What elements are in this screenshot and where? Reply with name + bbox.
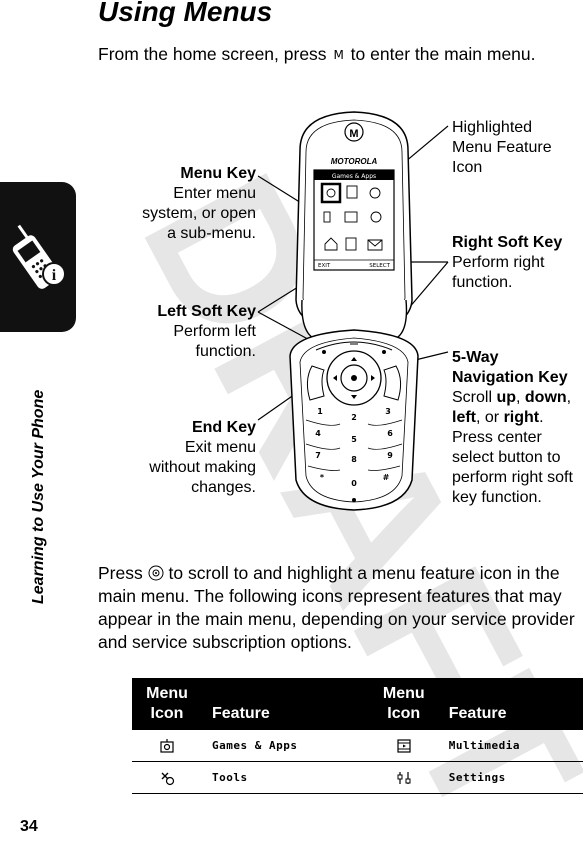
- callout-nav-key-heading: Navigation Key: [452, 369, 568, 386]
- section-tab: i: [0, 182, 76, 332]
- svg-text:9: 9: [387, 451, 393, 460]
- callout-text: perform right soft: [452, 469, 573, 486]
- callout-highlighted-icon: Highlighted Menu Feature Icon: [452, 118, 580, 178]
- feature-name: Multimedia: [438, 730, 583, 762]
- settings-icon: [368, 761, 439, 794]
- callout-text: system, or open: [142, 205, 256, 222]
- callout-text: select button to: [452, 449, 561, 466]
- callout-menu-key-heading: Menu Key: [180, 165, 256, 182]
- feature-name: Settings: [438, 761, 583, 794]
- table-header-row: Menu Icon Feature Menu Icon Feature: [132, 678, 583, 730]
- callout-text: Scroll: [452, 389, 493, 406]
- callout-left-soft-key: Left Soft Key Perform left function.: [120, 302, 256, 362]
- tools-icon: [132, 761, 202, 794]
- callout-direction: left: [452, 409, 476, 426]
- phone-keypad-body: 1 2 3 4 5 6 7 8 9 * 0 #: [289, 329, 419, 511]
- svg-text:*: *: [320, 473, 325, 482]
- callout-nav-key: 5-Way Navigation Key Scroll up, down, le…: [452, 348, 582, 508]
- callout-text: changes.: [191, 479, 256, 496]
- screen-right-label: SELECT: [369, 263, 390, 269]
- feature-name: Games & Apps: [202, 730, 369, 762]
- page-number: 34: [20, 818, 38, 835]
- svg-text:6: 6: [387, 429, 393, 438]
- callout-right-soft-key-heading: Right Soft Key: [452, 234, 563, 251]
- callout-text: Perform left: [173, 323, 256, 340]
- column-header-icon: Menu Icon: [368, 678, 439, 730]
- callout-text: without making: [149, 459, 256, 476]
- callout-direction: down: [524, 389, 567, 406]
- column-header-feature: Feature: [202, 678, 369, 730]
- callout-end-key-heading: End Key: [191, 419, 256, 436]
- callout-text: Highlighted: [452, 119, 533, 136]
- svg-text:0: 0: [351, 479, 357, 488]
- table-row: Games & Apps Multimedia: [132, 730, 583, 762]
- menu-key-icon: M: [333, 48, 344, 62]
- svg-text:2: 2: [351, 413, 357, 422]
- callout-text: Perform right: [452, 254, 545, 271]
- feature-name: Tools: [202, 761, 369, 794]
- callout-text: key function.: [452, 489, 542, 506]
- callout-direction: up: [496, 389, 517, 406]
- callout-text: or: [484, 409, 500, 426]
- page-title: Using Menus: [98, 0, 273, 27]
- intro-paragraph: From the home screen, press M to enter t…: [98, 43, 583, 67]
- callout-text: Exit menu: [184, 439, 256, 456]
- svg-text:7: 7: [315, 451, 321, 460]
- column-header-feature: Feature: [438, 678, 583, 730]
- svg-text:1: 1: [317, 407, 323, 416]
- scroll-text-after: to scroll to and highlight a menu featur…: [98, 563, 575, 652]
- callout-menu-key: Menu Key Enter menu system, or open a su…: [120, 164, 256, 244]
- callout-direction: right: [503, 409, 540, 426]
- games-apps-icon: [132, 730, 202, 762]
- callout-end-key: End Key Exit menu without making changes…: [120, 418, 256, 498]
- callout-text: a sub-menu.: [167, 225, 256, 242]
- table-row: Tools Settings: [132, 761, 583, 794]
- phone-info-icon: i: [12, 224, 66, 289]
- intro-text-after: to enter the main menu.: [350, 44, 536, 64]
- phone-illustration: M MOTOROLA Games & Apps EXIT SELECT: [257, 111, 449, 511]
- svg-text:M: M: [349, 128, 358, 140]
- svg-text:8: 8: [351, 455, 357, 464]
- svg-text:#: #: [383, 473, 390, 482]
- callout-text: Icon: [452, 159, 483, 176]
- svg-text:5: 5: [351, 435, 357, 444]
- phone-brand: MOTOROLA: [331, 157, 378, 166]
- scroll-text-before: Press: [98, 563, 143, 583]
- intro-text-before: From the home screen, press: [98, 44, 327, 64]
- callout-nav-key-heading: 5-Way: [452, 349, 499, 366]
- callout-left-soft-key-heading: Left Soft Key: [157, 303, 256, 320]
- callout-text: function.: [195, 343, 256, 360]
- svg-text:4: 4: [315, 429, 321, 438]
- svg-text:3: 3: [385, 407, 391, 416]
- callout-text: Press center: [452, 429, 542, 446]
- svg-text:i: i: [52, 267, 57, 284]
- callout-text: Menu Feature: [452, 139, 552, 156]
- callout-text: function.: [452, 274, 513, 291]
- phone-flip: M MOTOROLA Games & Apps EXIT SELECT: [295, 111, 413, 333]
- screen-header: Games & Apps: [332, 173, 376, 180]
- callout-right-soft-key: Right Soft Key Perform right function.: [452, 233, 580, 293]
- multimedia-icon: [368, 730, 439, 762]
- screen-left-label: EXIT: [318, 263, 331, 269]
- callout-text: Enter menu: [173, 185, 256, 202]
- scroll-paragraph: Press to scroll to and highlight a menu …: [98, 562, 581, 654]
- menu-icons-table: Menu Icon Feature Menu Icon Feature Game…: [132, 678, 583, 794]
- column-header-icon: Menu Icon: [132, 678, 202, 730]
- nav-key-icon: [148, 565, 164, 581]
